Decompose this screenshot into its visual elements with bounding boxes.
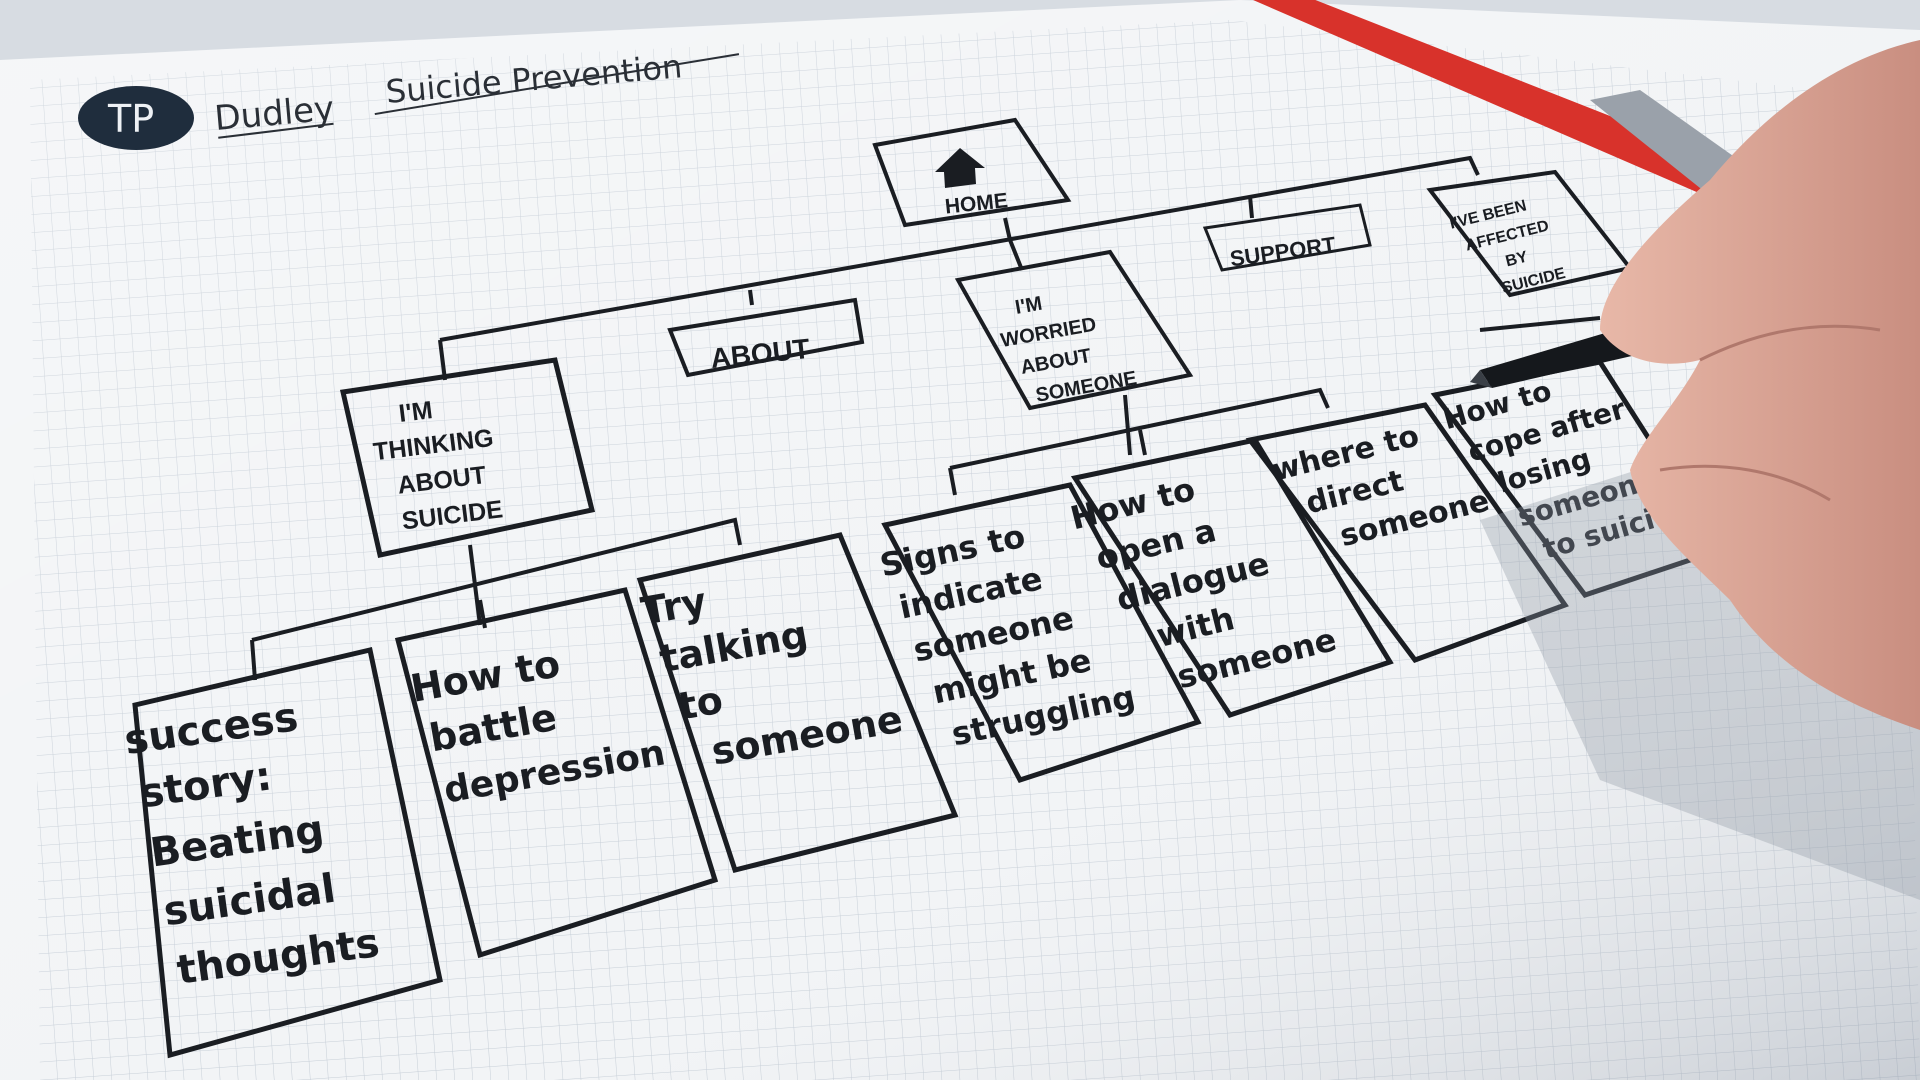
- house-icon: [935, 148, 985, 188]
- connector-lines: [250, 155, 1601, 681]
- logo: TP: [78, 86, 194, 150]
- thinking-line-1: I'M: [397, 396, 434, 428]
- logo-text: TP: [107, 97, 154, 141]
- sitemap-node-home: HOME: [872, 117, 1072, 228]
- affected-line-3: BY: [1504, 248, 1530, 270]
- talking-line-3: to: [675, 678, 726, 729]
- hand: [1600, 40, 1920, 730]
- worried-line-1: I'M: [1013, 293, 1043, 319]
